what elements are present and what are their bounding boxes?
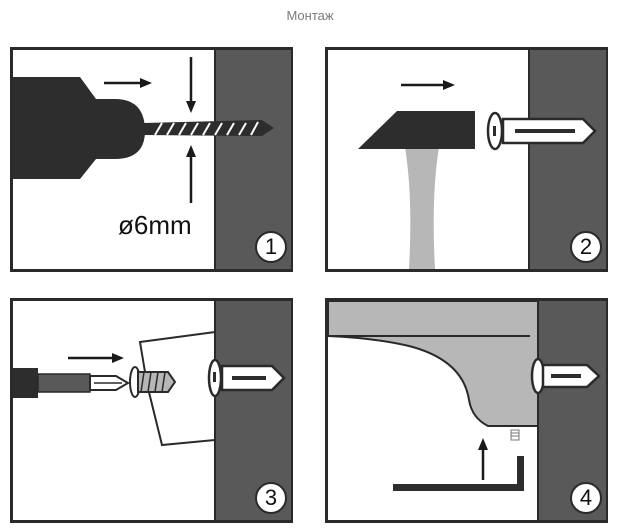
screwdriver-icon xyxy=(13,368,130,398)
arrow-icon xyxy=(104,78,152,88)
step-number-1: 1 xyxy=(255,231,287,263)
diameter-label: ø6mm xyxy=(118,210,192,240)
step-number-3: 3 xyxy=(255,482,287,514)
dowel-icon xyxy=(486,111,597,151)
step-4-panel: 4 xyxy=(325,298,608,523)
step-2-panel: 2 xyxy=(325,47,608,272)
dowel-icon xyxy=(207,358,286,398)
step-number-2: 2 xyxy=(570,231,602,263)
hammer-icon xyxy=(358,111,475,149)
small-screw-icon xyxy=(510,429,520,441)
hammering-illustration xyxy=(325,47,608,272)
arrow-icon xyxy=(478,438,488,480)
shelf-bracket-icon xyxy=(327,300,539,427)
step-number-4: 4 xyxy=(570,482,602,514)
diameter-arrows xyxy=(186,57,196,203)
hex-key-icon xyxy=(393,456,524,491)
dowel-icon xyxy=(530,357,601,395)
drill-bit-icon xyxy=(144,120,274,136)
step-3-panel: 3 xyxy=(10,298,293,523)
arrow-icon xyxy=(68,353,124,363)
hammer-handle xyxy=(405,147,439,269)
wall xyxy=(538,301,606,520)
mounting-illustration xyxy=(325,298,608,523)
arrow-icon xyxy=(401,80,455,90)
screwing-illustration xyxy=(10,298,293,523)
page-title: Монтаж xyxy=(286,8,334,23)
drilling-illustration xyxy=(10,47,293,272)
screw-icon xyxy=(129,366,177,398)
drill-icon xyxy=(13,77,145,179)
step-1-panel: ø6mm 1 xyxy=(10,47,293,272)
